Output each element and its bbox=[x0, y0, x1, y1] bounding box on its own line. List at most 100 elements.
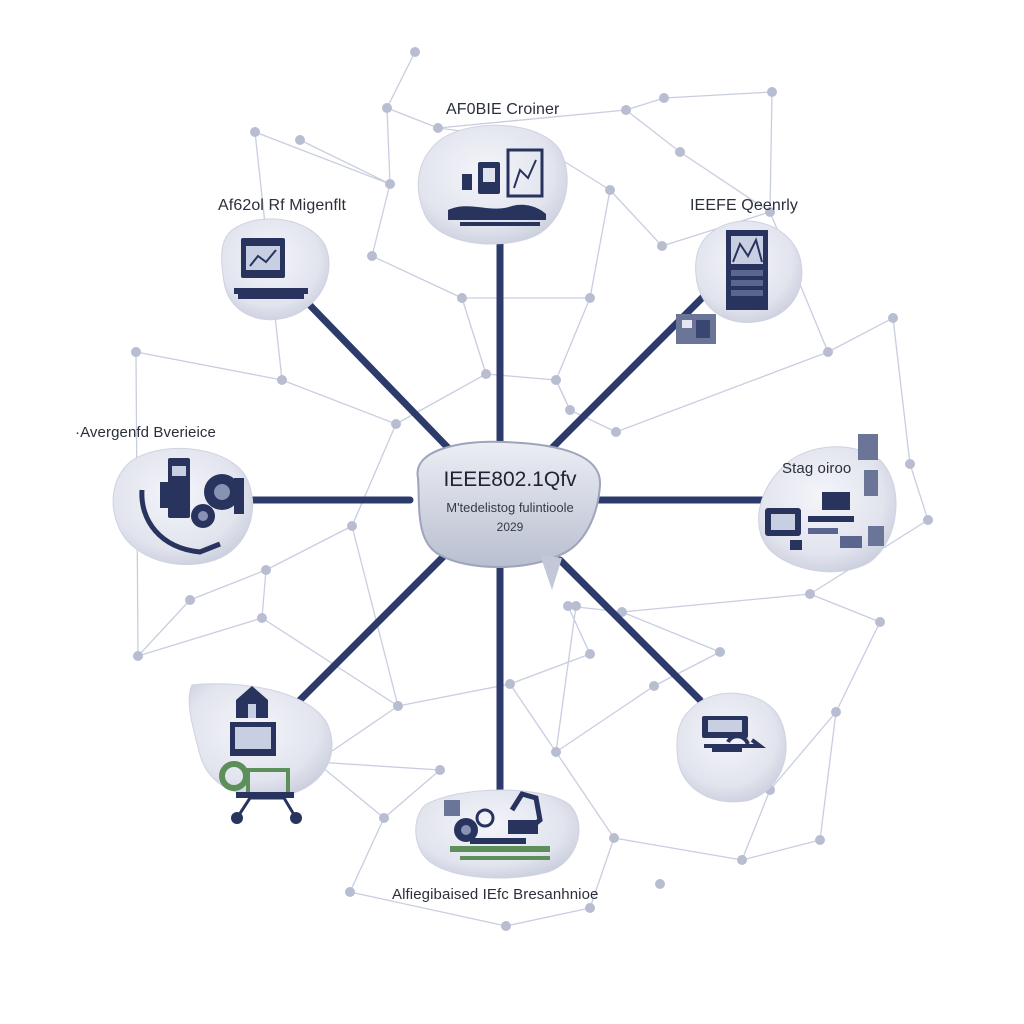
mesh-dot bbox=[347, 521, 357, 531]
mesh-line bbox=[555, 605, 577, 753]
mesh-dot bbox=[382, 103, 392, 113]
mesh-line bbox=[509, 683, 557, 753]
mesh-line bbox=[281, 379, 397, 425]
mesh-dot bbox=[571, 601, 581, 611]
node-top-right[interactable] bbox=[676, 220, 803, 344]
mesh-line bbox=[383, 769, 441, 819]
mesh-line bbox=[769, 91, 773, 213]
hub-title: IEEE802.1Qfv bbox=[443, 468, 577, 491]
mesh-dot bbox=[805, 589, 815, 599]
node-label-right: Stag oiroo bbox=[782, 460, 852, 477]
mesh-line bbox=[371, 183, 391, 257]
mesh-dot bbox=[435, 765, 445, 775]
mesh-dot bbox=[385, 179, 395, 189]
mesh-dot bbox=[585, 649, 595, 659]
mesh-dot bbox=[295, 135, 305, 145]
device-tools-icon bbox=[702, 716, 766, 752]
hub-spokes bbox=[241, 231, 774, 794]
mesh-line bbox=[909, 463, 929, 521]
mesh-dot bbox=[131, 347, 141, 357]
mesh-dot bbox=[655, 879, 665, 889]
node-right[interactable] bbox=[758, 434, 897, 573]
mesh-dot bbox=[675, 147, 685, 157]
mesh-dot bbox=[649, 681, 659, 691]
mesh-dot bbox=[261, 565, 271, 575]
node-bottom-left[interactable] bbox=[188, 683, 333, 824]
mesh-dot bbox=[257, 613, 267, 623]
mesh-dot bbox=[185, 595, 195, 605]
computer-workstation-icon bbox=[448, 148, 546, 226]
mesh-dot bbox=[888, 313, 898, 323]
node-bottom[interactable] bbox=[415, 789, 580, 879]
mesh-dot bbox=[905, 459, 915, 469]
node-bottom-right[interactable] bbox=[676, 692, 787, 803]
node-label-top-right: IEEFE Qeenrly bbox=[690, 197, 799, 214]
mesh-line bbox=[351, 525, 399, 707]
mesh-line bbox=[613, 837, 743, 861]
mesh-line bbox=[589, 837, 615, 909]
mesh-dot bbox=[585, 293, 595, 303]
mesh-dot bbox=[923, 515, 933, 525]
mesh-line bbox=[137, 617, 263, 657]
mesh-dot bbox=[617, 607, 627, 617]
mesh-dot bbox=[133, 651, 143, 661]
mesh-dot bbox=[481, 369, 491, 379]
mesh-line bbox=[261, 569, 267, 619]
mesh-line bbox=[265, 525, 353, 571]
mesh-line bbox=[625, 109, 681, 153]
mesh-line bbox=[315, 761, 441, 771]
node-top-left[interactable] bbox=[221, 218, 330, 321]
mesh-dot bbox=[277, 375, 287, 385]
mesh-line bbox=[137, 599, 191, 657]
mesh-line bbox=[615, 351, 829, 433]
mesh-dot bbox=[765, 207, 775, 217]
mesh-line bbox=[679, 151, 771, 213]
mesh-line bbox=[135, 351, 283, 381]
mesh-line bbox=[386, 107, 439, 129]
spoke-bottom-right bbox=[556, 556, 704, 704]
mesh-dot bbox=[815, 835, 825, 845]
mesh-line bbox=[769, 711, 837, 791]
mesh-dot bbox=[831, 707, 841, 717]
mesh-line bbox=[827, 317, 894, 353]
mesh-line bbox=[569, 409, 617, 433]
mesh-line bbox=[621, 611, 721, 653]
mesh-line bbox=[819, 711, 837, 841]
mesh-line bbox=[395, 373, 487, 425]
hub-subtitle: Μ'tedelistog fulintioole bbox=[446, 500, 574, 515]
mesh-line bbox=[567, 605, 591, 655]
mesh-line bbox=[621, 593, 811, 613]
mesh-line bbox=[741, 839, 821, 861]
mesh-line bbox=[555, 297, 591, 381]
mesh-dot bbox=[823, 347, 833, 357]
mesh-dot bbox=[345, 887, 355, 897]
mesh-dot bbox=[715, 647, 725, 657]
mesh-dot bbox=[611, 427, 621, 437]
node-left[interactable] bbox=[112, 447, 254, 566]
node-label-top: AF0BIE Croiner bbox=[446, 101, 560, 118]
mesh-line bbox=[892, 317, 911, 465]
mesh-line bbox=[371, 255, 463, 299]
node-label-top-left: Af62ol Rf Migenflt bbox=[218, 197, 347, 214]
mesh-dot bbox=[657, 241, 667, 251]
mesh-line bbox=[589, 189, 611, 299]
node-top[interactable] bbox=[417, 124, 568, 245]
mesh-dot bbox=[505, 679, 515, 689]
vehicle-house-icon bbox=[219, 686, 302, 824]
mesh-dot bbox=[585, 903, 595, 913]
mesh-dot bbox=[737, 855, 747, 865]
mesh-line bbox=[386, 107, 391, 185]
small-panel-icon bbox=[676, 314, 716, 344]
hub-node[interactable] bbox=[416, 440, 602, 590]
mesh-dot bbox=[621, 105, 631, 115]
mesh-line bbox=[189, 569, 267, 601]
mesh-line bbox=[349, 891, 507, 927]
spoke-top-left bbox=[296, 291, 459, 459]
mesh-line bbox=[555, 379, 571, 411]
mesh-dot bbox=[501, 921, 511, 931]
mesh-dot bbox=[563, 601, 573, 611]
mesh-dot bbox=[391, 419, 401, 429]
mesh-dot bbox=[250, 127, 260, 137]
mesh-line bbox=[351, 423, 397, 527]
